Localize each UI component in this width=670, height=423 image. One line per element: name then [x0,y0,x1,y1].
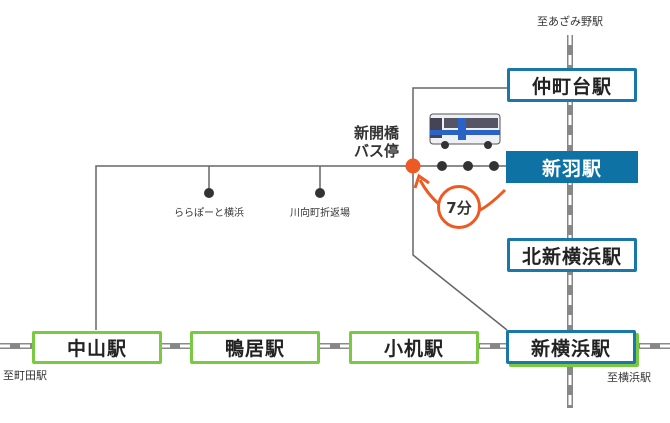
walk-dot [437,161,447,171]
direction-label-north: 至あざみ野駅 [537,15,603,28]
walk-dot [463,161,473,171]
bus-stop-marker[interactable] [405,158,421,174]
direction-label-west: 至町田駅 [3,369,47,382]
station-nakamachidai[interactable]: 仲町台駅 [507,68,637,102]
route-stop-dot [315,188,325,198]
route-stop-label: ららぽーと横浜 [174,208,244,219]
station-kozukue[interactable]: 小机駅 [349,331,479,364]
station-shinyokohama[interactable]: 新横浜駅 [506,330,636,364]
bus-icon [429,113,501,149]
station-kamoi[interactable]: 鴨居駅 [190,331,320,364]
bus-stop-name: 新開橋 バス停 [354,124,399,160]
route-stop-dot [204,188,214,198]
bus-stop-name-line2: バス停 [354,142,400,160]
walk-dot [489,161,499,171]
station-kitashinyokohama[interactable]: 北新横浜駅 [507,238,637,272]
direction-label-south: 至横浜駅 [607,371,651,384]
travel-time-badge: 7分 [437,185,481,229]
bus-stop-name-line1: 新開橋 [354,124,400,142]
station-nippa[interactable]: 新羽駅 [506,151,638,183]
route-stop-label: 川向町折返場 [290,208,350,219]
station-nakayama[interactable]: 中山駅 [32,331,162,364]
